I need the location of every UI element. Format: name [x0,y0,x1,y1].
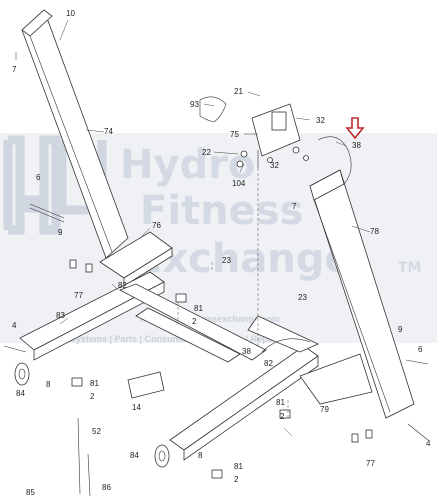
label-38-lower: 38 [242,347,251,356]
bracket-79 [299,353,373,405]
label-9-right: 9 [398,325,403,334]
label-10: 10 [66,9,75,18]
part-number-labels: 10 7 74 93 21 32 75 38 22 104 32 6 9 7 7… [12,9,431,497]
label-86: 86 [102,483,111,492]
label-7-top: 7 [12,65,17,74]
label-77-right: 77 [366,459,375,468]
label-74: 74 [104,127,113,136]
plate-14 [127,371,165,399]
label-79: 79 [320,405,329,414]
label-2-right: 2 [280,412,285,421]
label-32-top: 32 [316,116,325,125]
leader-lines [15,19,371,437]
label-21: 21 [234,87,243,96]
label-2-bottom: 2 [234,475,239,484]
label-104: 104 [232,179,246,188]
label-81-upper: 81 [194,304,203,313]
watermark-line2: Fitness [140,188,303,234]
label-81-right: 81 [276,398,285,407]
label-81-bottom: 81 [234,462,243,471]
label-23-upper: 23 [222,256,231,265]
watermark-line1: Hydro [120,142,255,188]
label-8-left: 8 [46,380,51,389]
label-8-bottom: 8 [198,451,203,460]
highlight-arrow-icon [345,117,365,140]
hardware [3,146,429,497]
frame-rails [19,271,319,461]
label-82-lower: 82 [264,359,273,368]
clip-93 [199,96,227,123]
wheel-84-b [154,444,170,468]
label-83: 83 [56,311,65,320]
label-7-mid: 7 [292,202,297,211]
label-23-right: 23 [298,293,307,302]
watermark-url: www.hydrofitnessexchange.com [139,314,280,324]
label-77-left: 77 [74,291,83,300]
label-6-right: 6 [418,345,423,354]
wheel-84-a [14,362,30,386]
watermark-tagline: Systems | Parts | Consumables | Service … [70,334,279,344]
label-9-left: 9 [58,228,63,237]
label-32-mid: 32 [270,161,279,170]
watermark-line3: Exchange [135,236,352,282]
left-upright-74 [21,9,129,259]
label-84-bottom: 84 [130,451,139,460]
label-81-left: 81 [90,379,99,388]
label-84-left: 84 [16,389,25,398]
cable-38-lower [261,338,311,353]
label-2-upper: 2 [192,317,197,326]
label-6-left: 6 [36,173,41,182]
label-2-left: 2 [90,392,95,401]
label-78: 78 [370,227,379,236]
label-4-right: 4 [426,439,431,448]
label-82-top: 82 [118,281,127,290]
label-14: 14 [132,403,141,412]
right-upright-78 [309,169,415,419]
label-22: 22 [202,148,211,157]
label-52: 52 [92,427,101,436]
label-85: 85 [26,488,35,497]
cable-38-upper [317,136,352,185]
label-4-left: 4 [12,321,17,330]
watermark-tm: TM [398,260,421,276]
bracket-76 [99,231,173,287]
alignment-lines [177,168,289,420]
label-93: 93 [190,100,199,109]
console-bracket-75 [251,103,301,168]
label-38-top: 38 [352,141,361,150]
label-76: 76 [152,221,161,230]
label-75: 75 [230,130,239,139]
